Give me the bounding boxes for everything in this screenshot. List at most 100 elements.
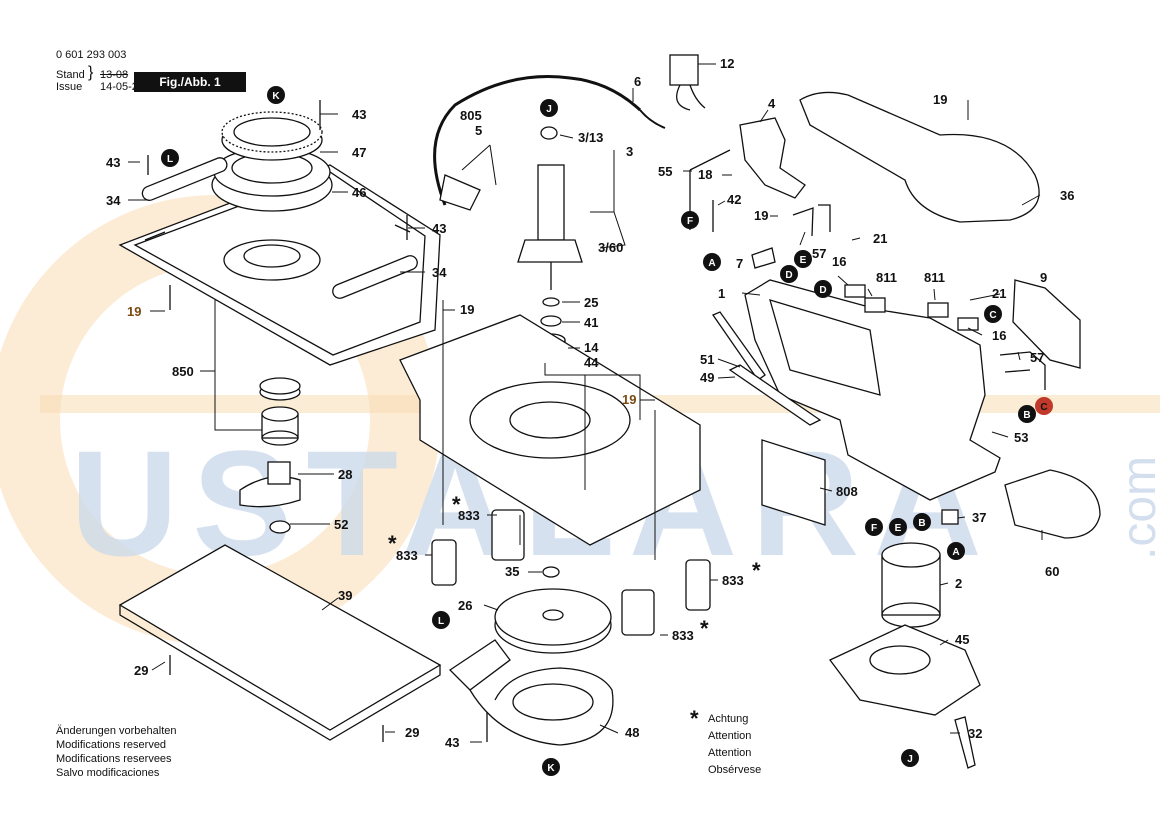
callout-45: 45 — [955, 632, 969, 647]
eccentric-28 — [239, 461, 301, 508]
marker-j: J — [907, 754, 913, 765]
callout-43d: 43 — [445, 735, 459, 750]
callout-808: 808 — [836, 484, 858, 499]
legend-line: Attention — [708, 730, 752, 742]
callout-labels: 12 6 805 5 4 19 36 3/13 3 3/60 55 18 42 … — [106, 56, 1074, 750]
marker-k: K — [272, 91, 280, 102]
marker-c: C — [989, 310, 996, 321]
callout-57b: 57 — [1030, 350, 1044, 365]
marker-d: D — [785, 270, 792, 281]
brushes-833 — [431, 509, 711, 636]
washer-52 — [269, 520, 291, 534]
small-parts — [689, 149, 1081, 526]
brace: } — [88, 64, 94, 81]
callout-833b: 833 — [396, 548, 418, 563]
callout-7: 7 — [736, 256, 743, 271]
stand-label: Stand — [56, 69, 85, 81]
callout-811a: 811 — [876, 270, 897, 285]
duct-48 — [448, 639, 614, 746]
callout-19b: 19 — [754, 208, 768, 223]
bearing-housing-44 — [399, 314, 701, 546]
asterisk-833: * — [452, 492, 461, 517]
callout-43b: 43 — [106, 155, 120, 170]
marker-j: J — [546, 104, 552, 115]
switch-4 — [739, 117, 806, 199]
note-line: Modifications reserved — [56, 739, 167, 751]
callout-19e: 19 — [622, 392, 636, 407]
note-line: Salvo modificaciones — [56, 767, 160, 779]
callout-19d: 19 — [460, 302, 474, 317]
asterisk-833: * — [752, 558, 761, 583]
leader-lines — [128, 63, 1043, 743]
watermark-suffix: .com — [1113, 456, 1166, 560]
callout-28: 28 — [338, 467, 352, 482]
callout-42: 42 — [727, 192, 741, 207]
stand-date: 13-08 — [100, 69, 129, 81]
issue-date: 14-05-21 — [100, 81, 145, 93]
callout-12: 12 — [720, 56, 734, 71]
marker-l: L — [438, 616, 444, 627]
callout-18: 18 — [698, 167, 712, 182]
callout-32: 32 — [968, 726, 982, 741]
letter-markers: K L J F A E D D C B C L K F E B A J — [161, 86, 1053, 776]
cord-805 — [433, 75, 666, 211]
callout-34a: 34 — [106, 193, 121, 208]
legend-line: Obsérvese — [708, 764, 762, 776]
housing-45 — [828, 624, 981, 716]
legend-line: Achtung — [708, 713, 749, 725]
marker-f: F — [871, 523, 877, 534]
dust-box-60 — [1004, 469, 1101, 539]
callout-52: 52 — [334, 517, 348, 532]
callout-14: 14 — [584, 340, 599, 355]
callout-360: 3/60 — [598, 240, 623, 255]
marker-e: E — [895, 523, 902, 534]
callout-34b: 34 — [432, 265, 447, 280]
issue-label: Issue — [56, 81, 83, 93]
modification-notes: Änderungen vorbehalten Modifications res… — [56, 724, 176, 780]
seal-ring-47 — [221, 111, 323, 161]
callout-47: 47 — [352, 145, 366, 160]
fan-26 — [494, 566, 612, 654]
callout-313: 3/13 — [578, 130, 603, 145]
callout-1: 1 — [718, 286, 725, 301]
marker-b: B — [1023, 410, 1030, 421]
armature-3 — [517, 126, 583, 290]
callout-21a: 21 — [873, 231, 887, 246]
asterisk-833: * — [700, 616, 709, 641]
callout-21b: 21 — [992, 286, 1006, 301]
asterisk-833: * — [388, 531, 397, 556]
marker-d: D — [819, 285, 826, 296]
callout-26: 26 — [458, 598, 472, 613]
callout-16b: 16 — [992, 328, 1006, 343]
callout-43c: 43 — [432, 221, 446, 236]
callout-49: 49 — [700, 370, 714, 385]
sanding-plate-39 — [118, 544, 442, 741]
callout-44: 44 — [584, 355, 599, 370]
stator-2 — [881, 542, 941, 628]
callout-51: 51 — [700, 352, 714, 367]
callout-19c: 19 — [127, 304, 141, 319]
marker-l: L — [167, 154, 173, 165]
capacitor-12 — [669, 54, 706, 111]
marker-a: A — [708, 258, 715, 269]
legend-line: Attention — [708, 747, 752, 759]
legend: Achtung Attention Attention Obsérvese — [708, 711, 761, 779]
callout-19a: 19 — [933, 92, 947, 107]
callout-41: 41 — [584, 315, 598, 330]
marker-e: E — [800, 255, 807, 266]
callout-805: 805 — [460, 108, 482, 123]
note-line: Änderungen vorbehalten — [56, 725, 177, 737]
callout-39: 39 — [338, 588, 352, 603]
note-line: Modifications reservees — [56, 753, 172, 765]
legend-asterisk: * — [690, 706, 699, 731]
wrench-32 — [954, 716, 976, 769]
housing-1 — [744, 279, 1001, 501]
callout-57a: 57 — [812, 246, 826, 261]
callout-2: 2 — [955, 576, 962, 591]
gear-plate — [223, 239, 321, 281]
callout-833a: 833 — [458, 508, 480, 523]
callout-16a: 16 — [832, 254, 846, 269]
callout-4: 4 — [768, 96, 776, 111]
